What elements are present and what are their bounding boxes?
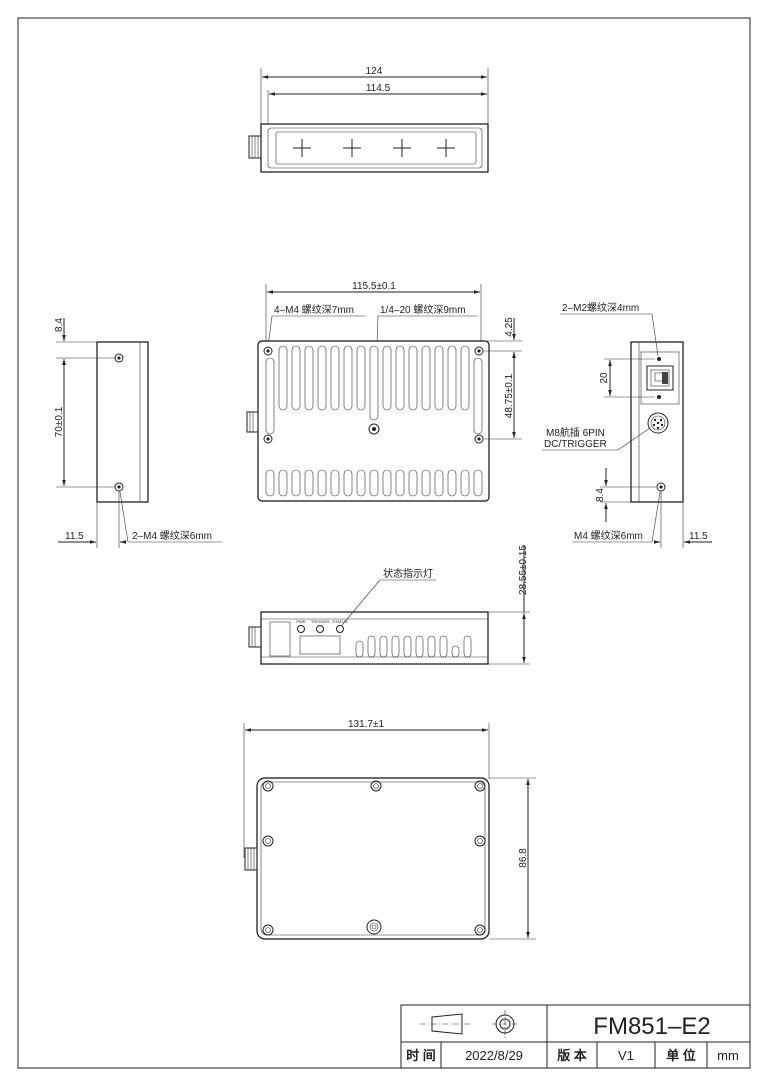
front-view-m4-holes: [263, 346, 484, 444]
dim-bottom-width: 131.7±1: [348, 719, 385, 730]
side-view-fins: [355, 635, 472, 658]
led-label-status: STATUS: [332, 619, 348, 624]
dim-left-spacing: 70±0.1: [54, 406, 65, 437]
time-label: 时 间: [406, 1048, 436, 1063]
side-view-connector: [248, 626, 262, 648]
dim-right-side: 11.5: [689, 531, 708, 542]
front-view: 115.5±0.1 4–M4 螺纹深7mm 1/4–20 螺纹深9mm: [246, 281, 522, 502]
right-view-body: [630, 341, 684, 503]
front-view-body: [257, 340, 490, 502]
front-view-connector: [246, 411, 259, 433]
dim-bottom-height: 86.8: [518, 848, 529, 868]
dim-top-inner: 114.5: [366, 83, 391, 94]
bottom-view: 131.7±1 86.8: [243, 719, 536, 940]
bottom-view-connector: [244, 847, 258, 871]
date-value: 2022/8/29: [465, 1048, 523, 1063]
sheet-border: [17, 17, 751, 1069]
front-view-fins-bottom: [265, 469, 483, 497]
note-left-holes: 2–M4 螺纹深6mm: [132, 529, 212, 542]
led-label-pwr: PWR: [296, 619, 305, 624]
dim-left-top: 8.4: [54, 318, 65, 332]
dim-left-side: 11.5: [65, 531, 84, 542]
front-view-fins-top: [265, 345, 483, 435]
m8-connector-icon: [647, 412, 669, 434]
left-view-body: [96, 341, 149, 503]
dim-right-bottom: 8.4: [595, 488, 606, 502]
bottom-view-screws: [262, 780, 486, 936]
title-block: FM851–E2 时 间 2022/8/29 版 本 V1 单 位 mm: [400, 1004, 751, 1069]
version-value: V1: [618, 1048, 634, 1063]
dim-front-top-offset: 4.25: [504, 317, 515, 337]
note-led: 状态指示灯: [383, 567, 433, 580]
front-view-tripod-hole: [368, 423, 380, 435]
note-connector-line2: DC/TRIGGER: [544, 439, 607, 450]
bottom-view-body: [256, 777, 490, 940]
note-m4-holes: 4–M4 螺纹深7mm: [274, 303, 354, 316]
model-number: FM851–E2: [593, 1013, 710, 1040]
dim-top-overall: 124: [366, 66, 383, 77]
top-view-connector: [248, 135, 262, 159]
side-view: PWR TRIGGER STATUS 状态指示灯 28.55±0: [248, 545, 530, 665]
dim-right-20: 20: [599, 372, 610, 384]
ethernet-port-icon: [646, 365, 674, 391]
dim-front-width: 115.5±0.1: [352, 281, 396, 292]
top-view-crosses: [293, 139, 455, 157]
led-label-trigger: TRIGGER: [311, 619, 329, 624]
note-connector-line1: M8航插 6PIN: [546, 426, 605, 439]
led-indicator-icons: PWR TRIGGER STATUS: [296, 619, 348, 633]
unit-label: 单 位: [666, 1048, 696, 1063]
left-view: 8.4 70±0.1 11.5 2–M4 螺纹深6mm: [54, 318, 222, 548]
unit-value: mm: [717, 1048, 739, 1063]
right-view: 2–M2螺纹深4mm 20 M8航插 6PIN DC/TRIGGER 8.4 M…: [542, 301, 712, 548]
version-label: 版 本: [557, 1048, 587, 1063]
dim-front-hole-spacing: 48.75±0.1: [504, 373, 515, 418]
note-tripod-thread: 1/4–20 螺纹深9mm: [380, 303, 466, 316]
note-m2-thread: 2–M2螺纹深4mm: [562, 301, 639, 314]
note-right-m4: M4 螺纹深6mm: [574, 529, 643, 542]
projection-symbol-icon: [420, 1010, 518, 1038]
dim-side-height: 28.55±0.15: [518, 545, 529, 595]
top-view: 124 114.5: [248, 66, 489, 173]
